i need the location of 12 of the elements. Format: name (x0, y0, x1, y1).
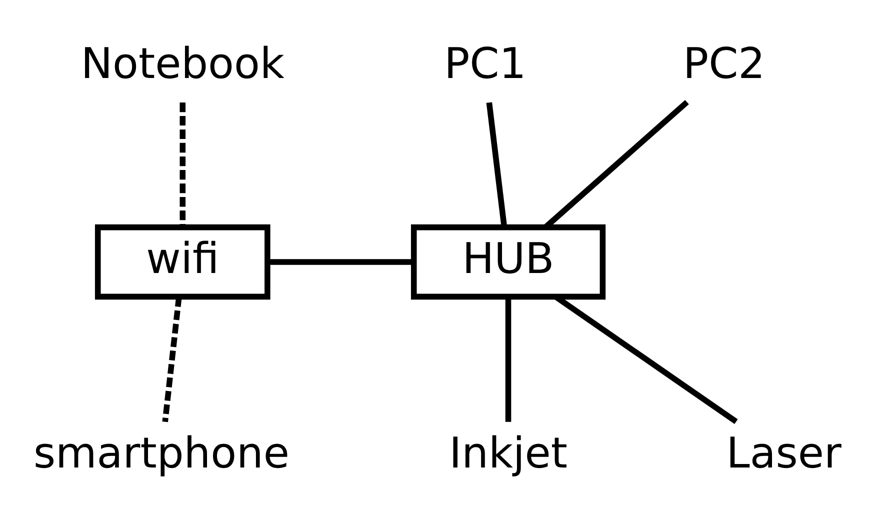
connector (505, 297, 512, 422)
node-text: PC2 (683, 39, 766, 88)
node-box: wifi (94, 224, 270, 300)
connector (268, 259, 414, 265)
node-text: Notebook (80, 39, 284, 88)
connector (162, 296, 182, 422)
node-box: HUB (410, 224, 606, 300)
node-text: PC1 (444, 39, 526, 88)
connector (180, 102, 186, 228)
node-text: Laser (726, 428, 842, 478)
node-text: smartphone (33, 428, 290, 478)
node-text: Inkjet (449, 428, 568, 478)
